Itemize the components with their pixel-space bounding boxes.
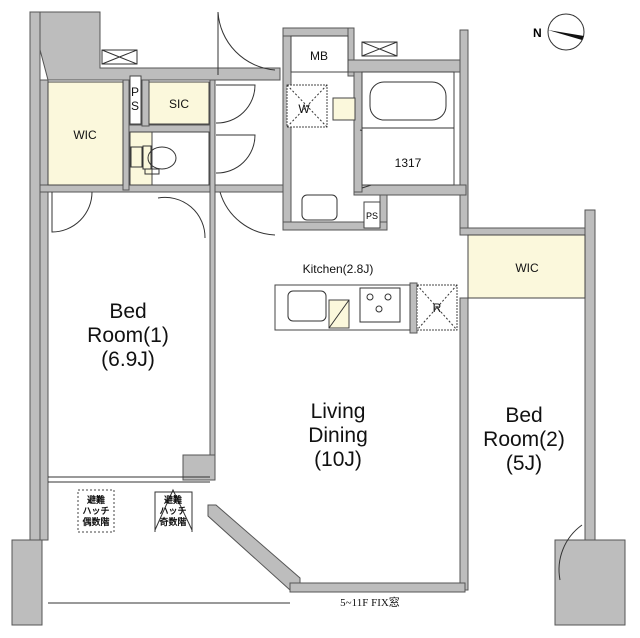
living-label-2: Dining: [308, 424, 368, 447]
living-label-3: (10J): [314, 448, 362, 471]
vent-icon: [101, 41, 398, 65]
washer-label: W: [298, 102, 310, 116]
hatch-odd-text-3: 奇数階: [159, 516, 186, 527]
compass-north-label: N: [533, 26, 542, 40]
hatch-even-text-2: ハッチ: [82, 506, 109, 516]
ps-left: [129, 75, 142, 125]
sic-closet: [148, 81, 210, 125]
bedroom1-label-2: Room(1): [87, 324, 169, 347]
sink-icon: [287, 290, 327, 322]
fridge-space: R: [416, 284, 458, 331]
bedroom2-label-3: (5J): [506, 452, 542, 475]
toilet-icon: [130, 145, 177, 175]
wic-right-label: WIC: [515, 261, 539, 275]
wic-left-label: WIC: [73, 128, 97, 142]
bedroom1-label-3: (6.9J): [101, 348, 155, 371]
bedroom2-label-2: Room(2): [483, 428, 565, 451]
hatch-even: 避難 ハッチ 偶数階: [77, 489, 115, 533]
hatch-even-text-1: 避難: [87, 494, 105, 505]
wash-basin-icon: [301, 194, 338, 221]
hatch-odd: 避難 ハッチ 奇数階: [154, 488, 193, 532]
fridge-label: R: [433, 301, 442, 315]
bath-size-label: 1317: [395, 156, 422, 170]
mb-room: [290, 35, 349, 73]
toilet-panel: [129, 131, 153, 186]
walls: [11, 11, 626, 626]
wic-right: [467, 234, 586, 299]
compass-icon: N: [533, 13, 585, 51]
hatch-even-text-3: 偶数階: [82, 516, 109, 527]
hatch-odd-text-1: 避難: [164, 494, 182, 505]
ps-left-label-2: S: [131, 99, 139, 113]
bathtub-icon: [369, 81, 447, 121]
hatch-odd-text-2: ハッチ: [159, 506, 186, 516]
kitchen-label: Kitchen(2.8J): [303, 262, 374, 276]
window-note: 5~11F FIX窓: [340, 595, 400, 609]
mb-label: MB: [310, 49, 328, 63]
sic-label: SIC: [169, 97, 189, 111]
living-label-1: Living: [311, 400, 366, 423]
bedroom2-label-1: Bed: [505, 404, 542, 427]
stove-icon: [359, 287, 401, 323]
kitchen-counter: [274, 284, 411, 331]
storage-panel: [332, 97, 356, 121]
ps-right-label: PS: [366, 211, 378, 221]
ps-left-label-1: P: [131, 85, 139, 99]
bedroom1-label-1: Bed: [109, 300, 146, 323]
washer-space: W: [286, 84, 328, 128]
wic-left: [47, 81, 124, 186]
ps-right: [363, 201, 381, 229]
